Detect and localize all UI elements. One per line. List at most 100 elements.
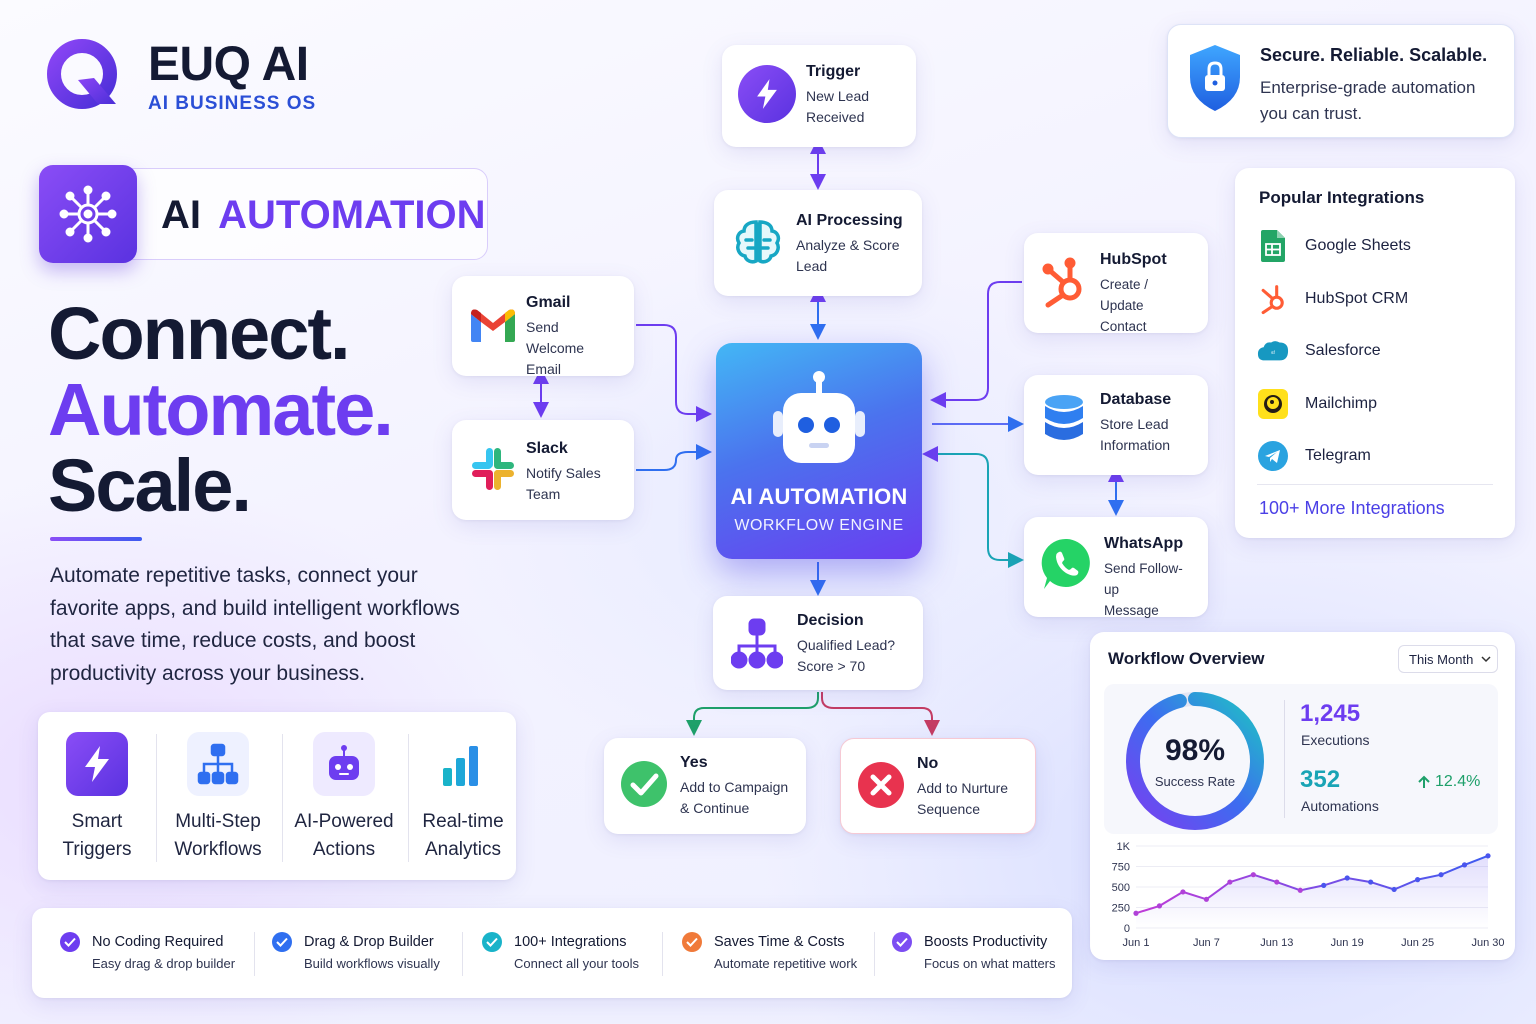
check-icon (682, 932, 702, 952)
yes-branch-node[interactable]: Yes Add to Campaign & Continue (604, 738, 806, 834)
feature-ai-powered-actions[interactable]: AI-Powered Actions (284, 732, 404, 864)
overview-title: Workflow Overview (1108, 649, 1265, 668)
node-title: AI Processing (796, 212, 903, 229)
trigger-node[interactable]: Trigger New Lead Received (722, 45, 916, 147)
node-subtitle: Send Welcome Email (526, 319, 585, 377)
series-area (1136, 855, 1488, 928)
slack-node[interactable]: Slack Notify Sales Team (452, 420, 634, 520)
ai-processing-node[interactable]: AI Processing Analyze & Score Lead (714, 190, 922, 296)
integration-mailchimp[interactable]: Mailchimp (1257, 378, 1497, 431)
x-tick-label: Jun 7 (1193, 937, 1220, 949)
x-tick-label: Jun 13 (1260, 937, 1293, 949)
gmail-node[interactable]: Gmail Send Welcome Email (452, 276, 634, 377)
workflow-overview-card: Workflow Overview This Month 98% Success… (1090, 632, 1515, 960)
y-tick-label: 500 (1112, 882, 1130, 894)
y-tick-label: 1K (1117, 841, 1131, 853)
hero-divider (50, 537, 142, 541)
telegram-icon (1257, 440, 1289, 472)
feature-smart-triggers[interactable]: Smart Triggers (38, 732, 156, 864)
check-circle-icon (620, 760, 668, 808)
feature-real-time-analytics[interactable]: Real-time Analytics (410, 732, 516, 864)
hubspot-icon (1257, 283, 1289, 315)
shield-lock-icon (1190, 45, 1240, 111)
x-tick-label: Jun 1 (1123, 937, 1150, 949)
data-point (1297, 887, 1303, 893)
integrations-title: Popular Integrations (1259, 188, 1425, 207)
mailchimp-icon (1257, 388, 1289, 420)
data-point (1250, 872, 1256, 878)
badge-icon-box (39, 165, 137, 263)
badge-prefix: AI (161, 193, 201, 237)
success-percent: 98% (1164, 734, 1226, 767)
node-subtitle: Add to Nurture Sequence (917, 780, 1009, 817)
bar-chart-icon (432, 732, 494, 796)
hero-heading: Connect. Automate. Scale. (48, 296, 394, 524)
bottom-divider (662, 932, 663, 976)
integration-telegram[interactable]: Telegram (1257, 430, 1497, 483)
growth-badge: 12.4% (1418, 773, 1480, 791)
whatsapp-node[interactable]: WhatsApp Send Follow-up Message (1024, 517, 1208, 618)
data-point (1415, 877, 1421, 883)
y-tick-label: 250 (1112, 903, 1130, 915)
data-point (1485, 853, 1491, 859)
node-title: Gmail (526, 294, 571, 311)
feature-divider (156, 734, 157, 862)
feature-multi-step-workflows[interactable]: Multi-Step Workflows (158, 732, 278, 864)
x-tick-label: Jun 25 (1401, 937, 1434, 949)
check-icon (60, 932, 80, 952)
automation-badge: AI AUTOMATION (39, 165, 488, 263)
data-point (1461, 862, 1468, 868)
brand-tagline: AI BUSINESS OS (148, 93, 317, 114)
automations-label: Automations (1301, 798, 1379, 814)
decision-node[interactable]: Decision Qualified Lead? Score > 70 (713, 596, 923, 690)
arrow-up-icon (1418, 775, 1430, 788)
data-point (1274, 879, 1280, 885)
lightning-icon (738, 65, 796, 123)
secure-subtitle: Enterprise-grade automation you can trus… (1260, 78, 1476, 123)
features-card: Smart Triggers Multi-Step Workflows AI-P… (38, 712, 516, 880)
hubspot-node[interactable]: HubSpot Create / Update Contact (1024, 233, 1208, 334)
robot-icon (313, 732, 375, 796)
success-donut (1126, 692, 1264, 830)
node-title: Slack (526, 440, 568, 457)
database-icon (1040, 395, 1088, 445)
automations-value: 352 (1300, 766, 1341, 793)
check-icon (482, 932, 502, 952)
data-point (1391, 886, 1397, 893)
salesforce-icon: sf (1257, 335, 1289, 367)
integration-hubspot-crm[interactable]: HubSpot CRM (1257, 273, 1497, 326)
workflow-engine-node[interactable]: AI AUTOMATION WORKFLOW ENGINE (716, 343, 922, 559)
x-tick-label: Jun 30 (1471, 937, 1504, 949)
no-branch-node[interactable]: No Add to Nurture Sequence (840, 738, 1036, 834)
decision-tree-icon (729, 616, 785, 672)
badge-highlight: AUTOMATION (218, 193, 486, 237)
close-circle-icon (857, 761, 905, 809)
more-integrations-link[interactable]: 100+ More Integrations (1259, 498, 1445, 518)
brand-name: EUQ AI (148, 38, 309, 91)
node-subtitle: Analyze & Score Lead (796, 237, 900, 274)
brand-logo[interactable]: EUQ AI AI BUSINESS OS (44, 32, 344, 122)
q-logo-icon (47, 39, 117, 109)
check-icon (272, 932, 292, 952)
series-line (1135, 854, 1489, 915)
hero-description: Automate repetitive tasks, connect your … (50, 564, 460, 685)
node-subtitle: Add to Campaign & Continue (680, 779, 789, 816)
hero-line-automate: Automate. (48, 368, 394, 451)
period-select[interactable]: This Month (1398, 645, 1498, 673)
svg-text:sf: sf (1271, 350, 1275, 355)
node-title: Decision (797, 612, 864, 629)
integration-google-sheets[interactable]: Google Sheets (1257, 220, 1497, 273)
lightning-icon (66, 732, 128, 796)
integration-salesforce[interactable]: sf Salesforce (1257, 325, 1497, 378)
node-subtitle: New Lead Received (806, 88, 870, 125)
integrations-card: Popular Integrations Google Sheets HubSp… (1235, 168, 1515, 538)
bottom-divider (874, 932, 875, 976)
database-node[interactable]: Database Store Lead Information (1024, 375, 1208, 475)
